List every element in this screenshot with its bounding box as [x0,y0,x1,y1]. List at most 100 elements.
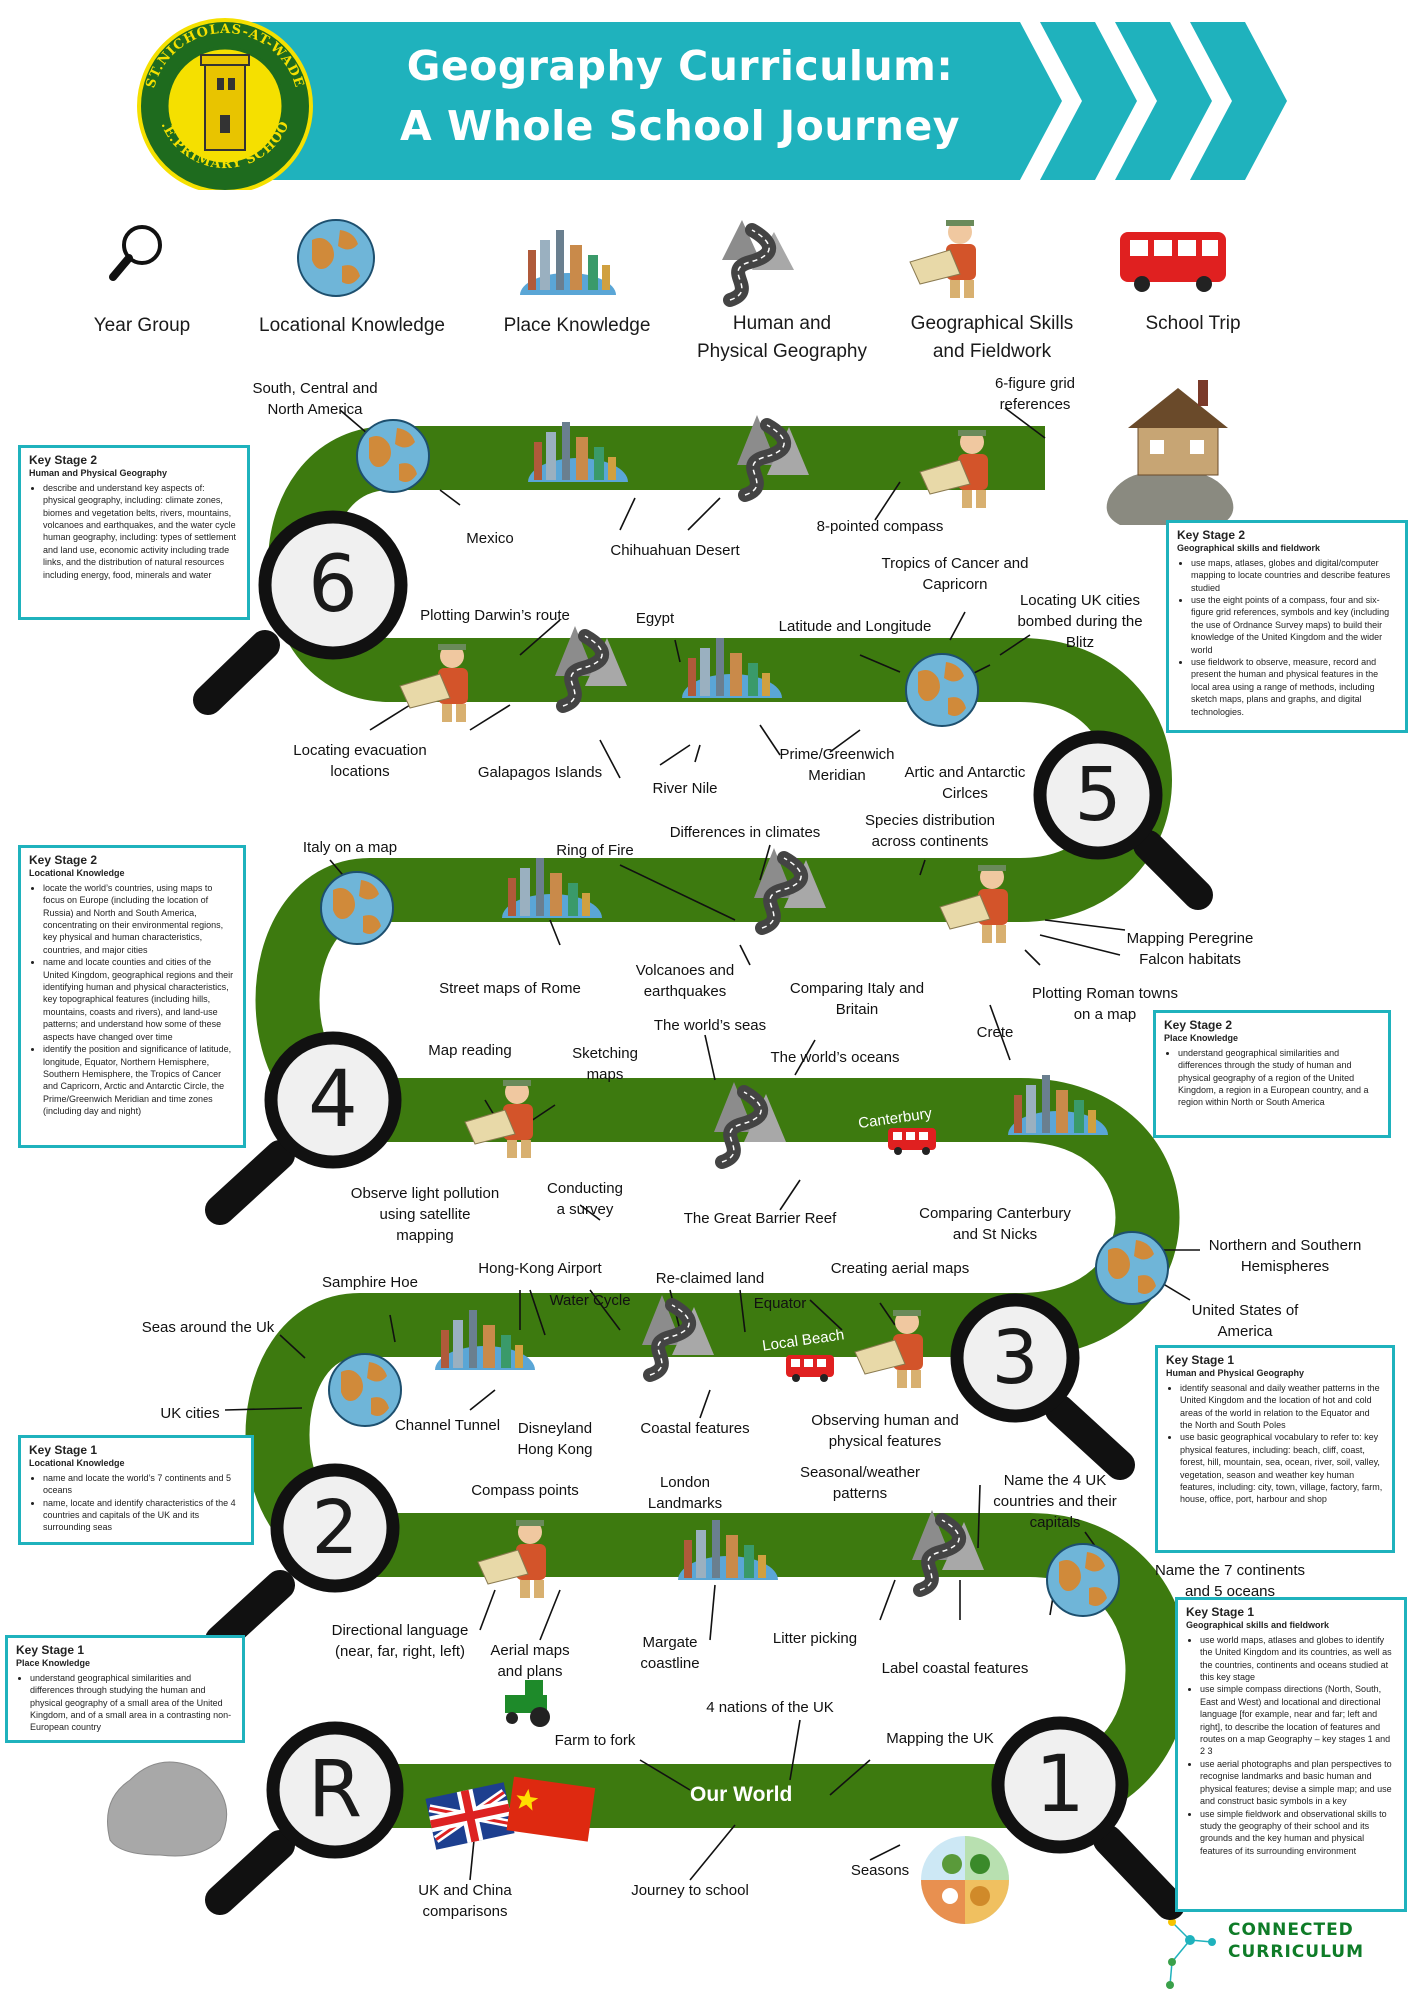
ks1-skills-box: Key Stage 1 Geographical skills and fiel… [1175,1597,1407,1912]
ks-box-item: understand geographical similarities and… [1178,1047,1380,1109]
year-2-magnifier [205,1463,400,1655]
label-sca: South, Central and North America [252,380,378,418]
ks-box-subtitle: Place Knowledge [16,1658,91,1669]
label-uk-cities: UK cities [160,1405,220,1422]
label-galapagos: Galapagos Islands [477,764,603,781]
label-street-maps: Street maps of Rome [439,980,581,997]
label-darwin: Plotting Darwin’s route [420,607,570,624]
label-evacuation: Locating evacuation locations [293,742,427,780]
ks1-locational-box: Key Stage 1 Locational Knowledge name an… [18,1435,254,1545]
year-4-magnifier [205,1031,402,1225]
label-nile: River Nile [652,780,718,797]
ks-box-title: Key Stage 2 [1164,1018,1233,1032]
ks1-place-box: Key Stage 1 Place Knowledge understand g… [5,1635,245,1743]
label-seas-uk: Seas around the Uk [141,1319,275,1336]
year-4-number: 4 [308,1055,358,1145]
category-human-physical: Human and Physical Geography [696,313,868,362]
label-volcanoes: Volcanoes and earthquakes [635,962,735,1000]
magnifier-icon [109,225,162,281]
ks-box-subtitle: Geographical skills and fieldwork [1186,1620,1330,1631]
ks-box-title: Key Stage 1 [29,1443,98,1457]
ks-box-title: Key Stage 1 [1186,1605,1255,1619]
label-aerial-plans: Aerial maps and plans [490,1642,570,1680]
label-journey: Journey to school [631,1882,749,1899]
year-5-magnifier [1033,730,1213,910]
label-climates: Differences in climates [669,824,821,841]
label-egypt: Egypt [635,610,675,627]
ks-box-title: Key Stage 2 [1177,528,1246,542]
ks1-human-physical-box: Key Stage 1 Human and Physical Geography… [1155,1345,1395,1553]
header-banner: ST.NICHOLAS-AT-WADE C.E.PRIMARY SCHOOL [0,0,1287,190]
year-3-number: 3 [991,1315,1039,1401]
label-prime: Prime/Greenwich Meridian [779,746,895,784]
ks-box-title: Key Stage 2 [29,453,98,467]
label-tropics: Tropics of Cancer and Capricorn [881,555,1029,593]
ks2-skills-box: Key Stage 2 Geographical skills and fiel… [1166,520,1408,733]
ks-box-item: use maps, atlases, globes and digital/co… [1191,557,1397,594]
label-arctic: Artic and Antarctic Cirlces [904,764,1026,802]
ks-box-item: use fieldwork to observe, measure, recor… [1191,656,1397,718]
label-crete: Crete [976,1024,1014,1041]
label-hk-airport: Hong-Kong Airport [478,1260,602,1277]
ks-box-item: use aerial photographs and plan perspect… [1200,1758,1396,1808]
label-worlds-seas: The world’s seas [653,1017,767,1034]
label-light-pollution: Observe light pollution using satellite … [350,1185,500,1244]
label-locating-uk: Locating UK cities bombed during the Bli… [1017,592,1143,651]
label-farm: Farm to fork [554,1732,636,1749]
chevron-icon [1040,22,1137,180]
label-uk-china: UK and China comparisons [418,1882,512,1920]
label-water-cycle: Water Cycle [549,1292,631,1309]
label-roman: Plotting Roman towns on a map [1032,985,1178,1023]
ks-box-item: locate the world’s countries, using maps… [43,882,235,956]
label-channel: Channel Tunnel [394,1417,501,1434]
ks2-human-physical-box: Key Stage 2 Human and Physical Geography… [18,445,250,620]
label-chihuahuan: Chihuahuan Desert [610,542,740,559]
label-compass8: 8-pointed compass [816,518,944,535]
ks-box-item: describe and understand key aspects of: … [43,482,239,581]
label-peregrine: Mapping Peregrine Falcon habitats [1126,930,1254,968]
category-skills: Geographical Skills and Fieldwork [910,313,1074,362]
label-latlong: Latitude and Longitude [778,618,932,635]
category-place: Place Knowledge [503,315,651,336]
label-ring-fire: Ring of Fire [556,842,634,859]
landmarks-globe-icon [520,230,616,295]
chevron-icon [1190,22,1287,180]
label-london: London Landmarks [647,1474,723,1512]
label-seasonal: Seasonal/weather patterns [799,1464,921,1502]
label-map-reading: Map reading [428,1042,512,1059]
label-uk-countries: Name the 4 UK countries and their capita… [993,1472,1117,1531]
ks-box-subtitle: Human and Physical Geography [1166,1368,1305,1379]
ks-box-item: name, locate and identify characteristic… [43,1497,243,1534]
winding-road-icon [722,220,794,307]
label-compass-points: Compass points [471,1482,579,1499]
label-litter: Litter picking [772,1630,858,1647]
label-samphire: Samphire Hoe [322,1274,418,1291]
category-locational: Locational Knowledge [259,315,445,336]
ks-box-title: Key Stage 1 [16,1643,85,1657]
ks-box-item: use the eight points of a compass, four … [1191,594,1397,656]
ks2-locational-box: Key Stage 2 Locational Knowledge locate … [18,845,246,1148]
label-barrier-reef: The Great Barrier Reef [683,1210,837,1227]
label-mapping-uk: Mapping the UK [886,1730,994,1747]
ks-box-item: use basic geographical vocabulary to ref… [1180,1431,1384,1505]
red-bus-icon [1120,232,1226,292]
label-species: Species distribution across continents [864,812,996,850]
label-seasons: Seasons [850,1862,910,1879]
ks-box-item: identify the position and significance o… [43,1043,235,1117]
label-italy-map: Italy on a map [302,839,398,856]
ks-box-item: understand geographical similarities and… [30,1672,234,1734]
category-year-group: Year Group [93,315,191,336]
title-ribbon [220,22,1062,180]
label-worlds-oceans: The world’s oceans [770,1049,900,1066]
label-reclaimed: Re-claimed land [655,1270,765,1287]
label-survey: Conducting a survey [547,1180,623,1218]
reception-magnifier [205,1721,404,1915]
label-comparing-canterbury: Comparing Canterbury and St Nicks [919,1205,1071,1243]
ks2-place-box: Key Stage 2 Place Knowledge understand g… [1153,1010,1391,1138]
explorer-map-icon [909,220,976,298]
year-6-magnifier [193,510,408,715]
year-6-number: 6 [308,540,358,630]
reception-letter: R [307,1745,363,1835]
label-seven-continents: Name the 7 continents and 5 oceans [1154,1562,1306,1600]
